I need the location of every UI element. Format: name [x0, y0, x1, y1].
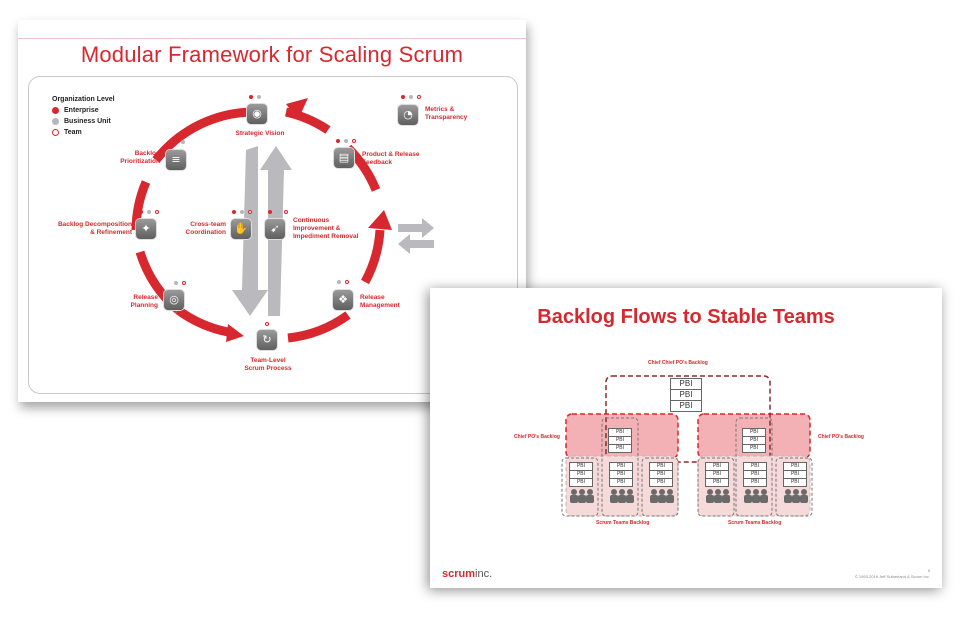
backlog-tree-diagram: [561, 375, 813, 517]
exchange-arrow-left: [398, 234, 434, 254]
brand-suffix: inc.: [475, 568, 493, 580]
dots: [401, 95, 421, 99]
brand-main: scrum: [442, 568, 476, 580]
arc-bottom-right: [287, 311, 351, 343]
slide-backlog-flows: Backlog Flows to Stable Teams PBI: [430, 288, 942, 588]
cross-team-coordination-label: Cross-team Coordination: [185, 221, 226, 236]
product-release-feedback-label: Product & Release Feedback: [362, 151, 420, 166]
continuous-improvement-label: Continuous Improvement & Impediment Remo…: [293, 217, 359, 240]
pbi-card: PBI: [783, 478, 807, 487]
release-management-label: Release Management: [360, 294, 400, 309]
dots: [268, 210, 288, 214]
arc-top-left: [152, 107, 254, 163]
chief-chief-po-label: Chief Chief PO's Backlog: [648, 360, 708, 366]
team-swatch: [52, 129, 59, 136]
legend-enterprise: Enterprise: [52, 107, 115, 114]
legend-heading: Organization Level: [52, 96, 115, 103]
slide2-title: Backlog Flows to Stable Teams: [537, 306, 835, 328]
dots: [139, 210, 159, 214]
feedback-icon: ▤: [334, 148, 354, 168]
arrowhead-top: [286, 98, 308, 120]
pbi-card: PBI: [609, 478, 633, 487]
scruminc-logo: scruminc.: [442, 568, 492, 580]
scrum-teams-right-label: Scrum Teams Backlog: [728, 520, 782, 526]
pbi-card: PBI: [705, 478, 729, 487]
backlog-prioritization-label: Backlog Prioritization: [120, 150, 160, 165]
pbi-card: PBI: [649, 478, 673, 487]
slide1-title: Modular Framework for Scaling Scrum: [80, 42, 464, 67]
enterprise-swatch: [52, 107, 59, 114]
dots: [336, 139, 356, 143]
backlog-decomposition-label: Backlog Decomposition & Refinement: [57, 221, 132, 236]
cycle-diagram: [131, 98, 434, 343]
dots: [249, 95, 261, 99]
dots: [232, 210, 252, 214]
runner-icon: ➹: [265, 219, 285, 239]
framework-frame: [28, 76, 518, 394]
team-level-scrum-label: Team-Level Scrum Process: [244, 357, 292, 372]
arc-right-lower: [360, 229, 385, 285]
dots: [173, 140, 185, 144]
stack-icon: ≡: [166, 150, 186, 170]
dots: [337, 280, 349, 284]
legend-label: Enterprise: [64, 107, 99, 114]
title-rule: [18, 38, 526, 39]
handshake-icon: ✋: [231, 219, 251, 239]
eye-icon: ◉: [247, 104, 267, 124]
dots: [174, 281, 186, 285]
team-people-icon: [570, 489, 594, 503]
dropbox-icon: ❖: [333, 290, 353, 310]
team-people-icon: [610, 489, 634, 503]
chief-chief-po-area: [605, 375, 771, 463]
copyright-text: © 1993-2016 Jeff Sutherland & Scrum Inc.: [854, 574, 930, 579]
arrowhead-right: [368, 210, 392, 230]
pbi-card: PBI: [743, 478, 767, 487]
chief-po-right-label: Chief PO's Backlog: [818, 434, 864, 440]
arrowhead-bottom: [226, 324, 244, 342]
release-planning-label: Release Planning: [130, 294, 158, 309]
pbi-card: PBI: [742, 444, 766, 453]
dots: [265, 322, 269, 326]
pbi-card: PBI: [608, 444, 632, 453]
arc-top-right: [284, 107, 331, 134]
team-people-icon: [650, 489, 674, 503]
pbi-card: PBI: [569, 478, 593, 487]
arc-bottom-left: [175, 306, 229, 337]
chief-po-left-label: Chief PO's Backlog: [514, 434, 560, 440]
cycle-icon: ↻: [257, 330, 277, 350]
strategic-vision-label: Strategic Vision: [235, 130, 285, 137]
legend-business-unit: Business Unit: [52, 118, 115, 125]
team-people-icon: [706, 489, 730, 503]
metrics-transparency-label: Metrics & Transparency: [425, 106, 468, 121]
page-number: 5: [927, 568, 930, 573]
scrum-teams-left-label: Scrum Teams Backlog: [596, 520, 650, 526]
team-people-icon: [744, 489, 768, 503]
target-icon: ◎: [164, 290, 184, 310]
legend-label: Business Unit: [64, 118, 111, 125]
organization-level-legend: Organization Level Enterprise Business U…: [52, 96, 115, 136]
pbi-card: PBI: [670, 400, 702, 412]
exchange-arrow-right: [398, 218, 434, 238]
decompose-icon: ✦: [136, 219, 156, 239]
gauge-icon: ◔: [398, 105, 418, 125]
legend-label: Team: [64, 129, 82, 136]
team-people-icon: [784, 489, 808, 503]
legend-team: Team: [52, 129, 115, 136]
slide-modular-framework: Modular Framework for Scaling Scrum: [18, 20, 526, 402]
business-unit-swatch: [52, 118, 59, 125]
